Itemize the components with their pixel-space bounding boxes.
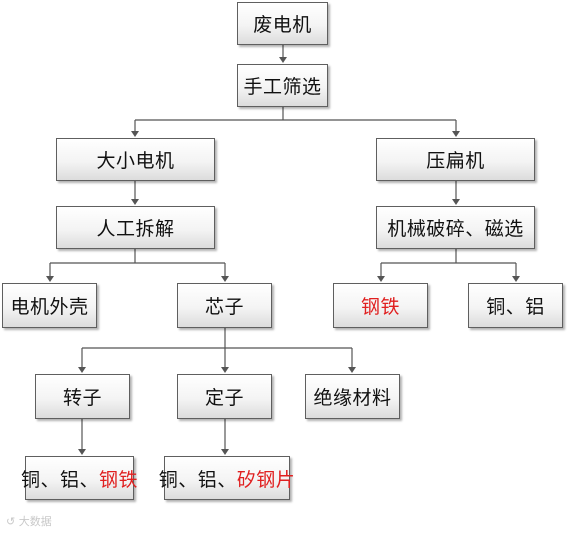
arrowhead xyxy=(512,276,520,282)
arrowhead xyxy=(452,199,460,205)
node-stator-output: 铜、铝、矽钢片 xyxy=(159,456,295,500)
node-label: 压扁机 xyxy=(426,150,485,172)
node-label: 转子 xyxy=(62,387,102,409)
node-label: 芯子 xyxy=(204,296,244,318)
arrowhead xyxy=(452,131,460,137)
node-label: 铜、铝 xyxy=(486,296,545,318)
watermark-text: 大数据 xyxy=(18,515,52,528)
node-label: 人工拆解 xyxy=(96,218,175,240)
node-flatten: 压扁机 xyxy=(376,138,535,181)
arrowhead xyxy=(46,276,54,282)
node-core: 芯子 xyxy=(177,283,272,328)
arrowhead xyxy=(221,449,229,455)
arrowhead xyxy=(131,131,139,137)
node-label: 机械破碎、磁选 xyxy=(387,218,524,240)
node-label: 大小电机 xyxy=(96,150,175,172)
node-label: 废电机 xyxy=(253,14,312,36)
arrowhead xyxy=(78,367,86,373)
node-label: 绝缘材料 xyxy=(313,387,392,409)
node-mechanical-crushing: 机械破碎、磁选 xyxy=(376,206,535,249)
node-manual-screening: 手工筛选 xyxy=(237,64,328,107)
watermark: ↺ 大数据 xyxy=(6,513,52,529)
node-stator: 定子 xyxy=(177,374,272,419)
arrowhead xyxy=(348,367,356,373)
node-rotor: 转子 xyxy=(35,374,130,419)
arrowhead xyxy=(131,199,139,205)
watermark-icon: ↺ xyxy=(6,515,19,528)
node-label-highlight: 矽钢片 xyxy=(236,468,296,491)
node-large-small-motor: 大小电机 xyxy=(56,138,215,181)
node-label: 铜、铝、 xyxy=(20,468,99,491)
node-waste-motor: 废电机 xyxy=(237,2,328,45)
node-label: 手工筛选 xyxy=(243,76,322,98)
node-steel-iron: 钢铁 xyxy=(333,283,428,328)
node-label-highlight: 钢铁 xyxy=(99,468,139,491)
node-insulation-material: 绝缘材料 xyxy=(305,374,400,419)
arrowhead xyxy=(279,57,287,63)
node-manual-dismantling: 人工拆解 xyxy=(56,206,215,249)
node-label: 铜、铝、 xyxy=(158,468,237,491)
node-label: 钢铁 xyxy=(360,296,400,318)
node-rotor-output: 铜、铝、钢铁 xyxy=(21,456,138,500)
arrowhead xyxy=(221,367,229,373)
node-label: 定子 xyxy=(204,387,244,409)
node-motor-housing: 电机外壳 xyxy=(2,283,97,328)
node-label: 电机外壳 xyxy=(10,296,89,318)
node-copper-aluminum: 铜、铝 xyxy=(468,283,563,328)
arrowhead xyxy=(377,276,385,282)
arrowhead xyxy=(221,276,229,282)
arrowhead xyxy=(78,449,86,455)
